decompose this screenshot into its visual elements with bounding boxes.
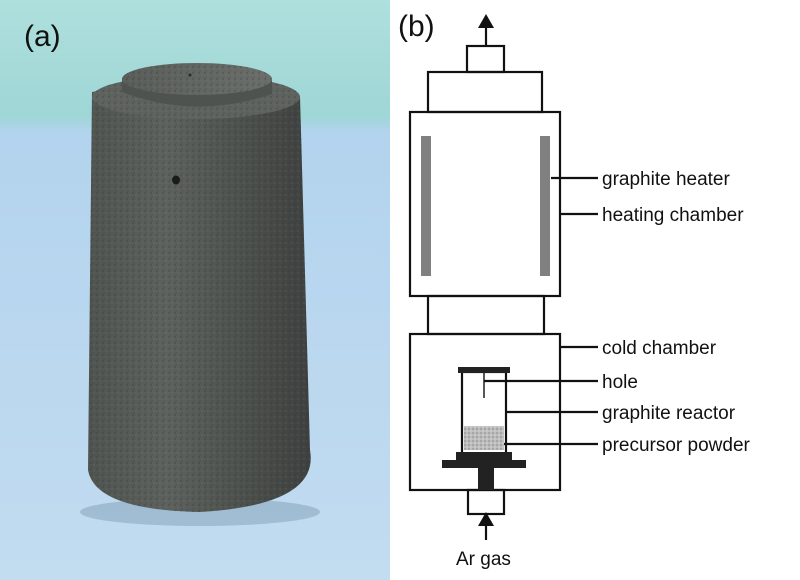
outlet-arrowhead [478, 14, 494, 28]
connecting-neck [426, 294, 546, 336]
graphite-heater-left [421, 136, 431, 276]
support-stem [478, 468, 494, 490]
inlet-connector [466, 488, 506, 516]
heating-chamber [408, 110, 562, 298]
callout-cold-chamber: cold chamber [602, 338, 717, 359]
inlet-arrowhead [478, 512, 494, 526]
reactor-lid [458, 367, 510, 373]
apparatus-schematic: graphite heater heating chamber cold cha… [408, 14, 751, 570]
reactor-base [456, 452, 512, 462]
callout-heating-chamber: heating chamber [602, 205, 744, 226]
callout-hole: hole [602, 372, 638, 393]
callout-ar-gas: Ar gas [456, 549, 511, 570]
outlet-connector [465, 44, 506, 74]
precursor-powder [464, 426, 504, 450]
crucible-lid [122, 78, 272, 107]
graphite-heater-right [540, 136, 550, 276]
support-plate [442, 460, 526, 468]
callout-graphite-heater: graphite heater [602, 169, 730, 190]
top-cap [426, 70, 544, 114]
panel-b-label: (b) [398, 10, 435, 43]
callout-precursor-powder: precursor powder [602, 435, 751, 456]
panel-a-label: (a) [24, 20, 61, 53]
crucible-side-hole [172, 175, 180, 185]
lid-pinhole [188, 73, 192, 77]
reactor-photo [0, 0, 390, 580]
callout-graphite-reactor: graphite reactor [602, 403, 736, 424]
